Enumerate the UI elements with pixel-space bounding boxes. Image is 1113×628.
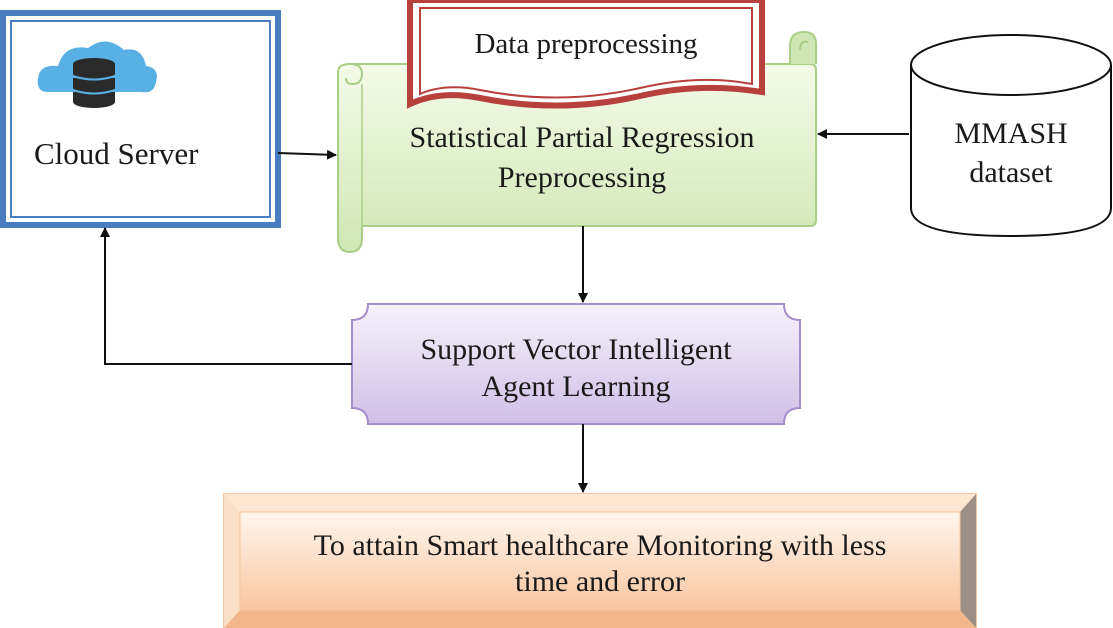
dataset-label-line1: MMASH xyxy=(954,117,1068,150)
arrow-cloud-to-regression xyxy=(277,149,337,160)
cloud-server-label: Cloud Server xyxy=(34,136,199,171)
data-preprocessing-banner xyxy=(407,0,765,109)
arrow-svm-to-cloud xyxy=(100,227,352,365)
svm-agent-label-line1: Support Vector Intelligent xyxy=(420,333,732,366)
svm-agent-node xyxy=(351,303,801,425)
goal-label-line1: To attain Smart healthcare Monitoring wi… xyxy=(313,529,887,562)
regression-label-line1: Statistical Partial Regression xyxy=(409,121,755,154)
svm-agent-label-line2: Agent Learning xyxy=(481,370,671,403)
cloud-database-icon xyxy=(37,41,157,108)
regression-label-line2: Preprocessing xyxy=(497,161,667,194)
goal-node xyxy=(223,493,977,628)
cloud-server-node xyxy=(0,10,281,228)
mmash-dataset-node xyxy=(910,34,1112,238)
goal-label-line2: time and error xyxy=(515,565,685,598)
regression-scroll-node xyxy=(337,30,817,254)
dataset-label-line2: dataset xyxy=(969,156,1053,189)
data-preprocessing-label: Data preprocessing xyxy=(474,28,698,60)
